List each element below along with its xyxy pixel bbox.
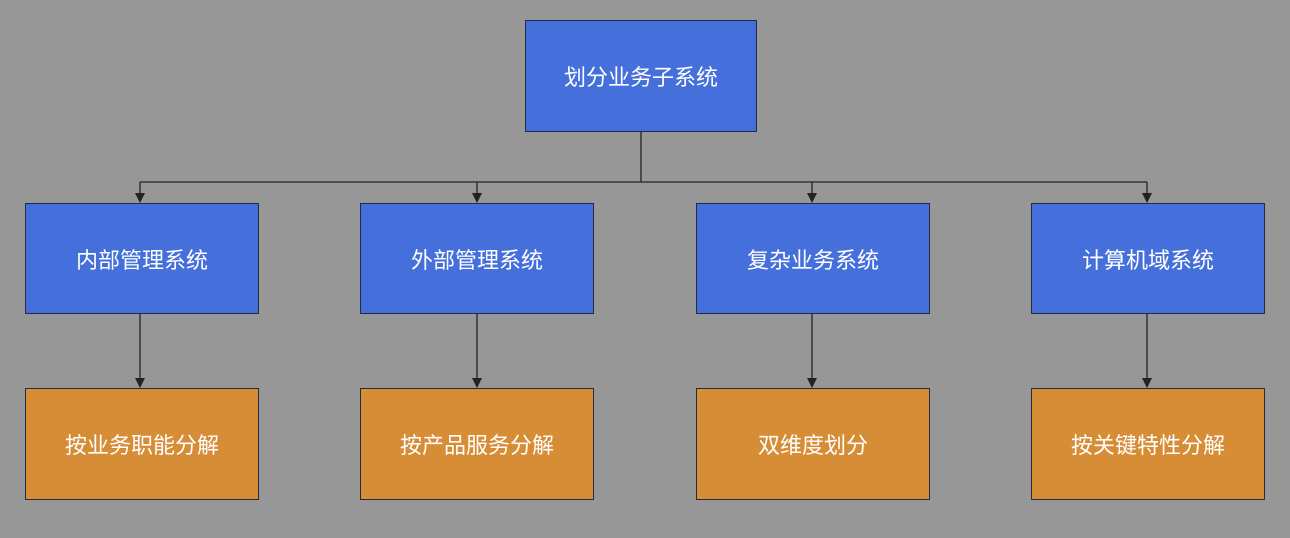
root-label: 划分业务子系统 (563, 66, 718, 91)
method-label: 双维度划分 (757, 434, 868, 459)
system-node-external: 外部管理系统 (360, 203, 594, 314)
method-node-4: 按关键特性分解 (1031, 388, 1265, 500)
system-node-internal: 内部管理系统 (25, 203, 259, 314)
method-label: 按关键特性分解 (1070, 434, 1225, 459)
system-label: 内部管理系统 (75, 248, 208, 274)
system-node-complex: 复杂业务系统 (696, 203, 930, 314)
system-node-computer-domain: 计算机域系统 (1031, 203, 1265, 314)
system-label: 计算机域系统 (1081, 248, 1214, 274)
method-node-3: 双维度划分 (696, 388, 930, 500)
root-node: 划分业务子系统 (525, 20, 757, 132)
method-label: 按产品服务分解 (399, 434, 554, 459)
system-label: 复杂业务系统 (746, 248, 879, 274)
method-node-1: 按业务职能分解 (25, 388, 259, 500)
system-label: 外部管理系统 (410, 248, 543, 274)
method-node-2: 按产品服务分解 (360, 388, 594, 500)
method-label: 按业务职能分解 (64, 434, 219, 459)
